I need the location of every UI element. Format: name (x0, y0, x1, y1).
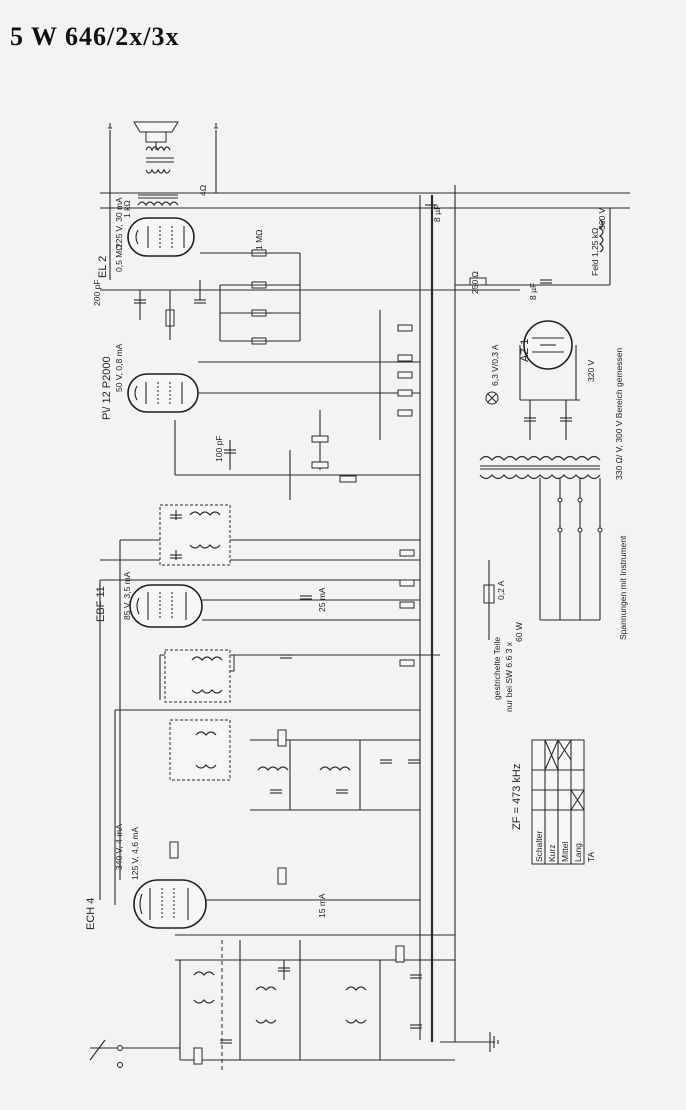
label-lamp: 6,3 V/0,3 A (490, 344, 500, 386)
switch-table (531, 739, 585, 865)
tube-p2000 (127, 373, 199, 413)
label-mohm1: 1 MΩ (254, 229, 264, 250)
mains-transformer (479, 455, 603, 621)
label-uf8a: 8 µF (432, 205, 442, 222)
switch-row-lang: Lang (573, 843, 583, 862)
power-supply (425, 192, 630, 286)
ebf-network (202, 549, 420, 672)
antenna-terminal-left (108, 123, 112, 129)
schematic-title: 5 W 646/2x/3x (10, 22, 180, 51)
label-v225: 225 V, 30 mA (114, 197, 124, 248)
if-transformer-2 (164, 649, 231, 703)
label-v85: 85 V, 3,5 mA (122, 571, 132, 620)
label-w60: 60 W (514, 622, 524, 642)
label-ma15: 15 mA (317, 893, 327, 918)
ech-network (169, 841, 455, 1061)
tube-ech4-label: ECH 4 (85, 898, 97, 930)
antenna-terminal-right (214, 123, 218, 129)
tube-ebf11-label: EBF 11 (95, 586, 107, 622)
label-pf200: 200 pF (92, 280, 102, 306)
label-feld: Feld 1,25 kΩ (590, 228, 600, 276)
input-coils (193, 960, 367, 1044)
tube-az1 (519, 320, 577, 400)
switch-header: Schalter (534, 831, 544, 862)
tube-ech4 (133, 879, 207, 929)
earth-terminal (117, 1062, 123, 1068)
filter-caps (520, 399, 580, 440)
label-zf: ZF = 473 kHz (511, 764, 523, 830)
tube-ebf11 (129, 584, 203, 628)
label-dashed2: nur bei SW 6.6 3 x (504, 641, 514, 712)
fuse (483, 560, 495, 640)
tube-az1-label: AZ 1 (519, 339, 531, 362)
label-pf100: 100 pF (214, 436, 224, 462)
tube-el2-label: EL 2 (97, 256, 109, 278)
speaker (109, 121, 217, 280)
if-transformer-1 (159, 504, 231, 566)
tone-network (134, 249, 301, 345)
pilot-lamp (485, 391, 499, 405)
tube-p2000-label: P\/ 12 P2000 (101, 356, 113, 420)
label-v340: 340 V, 4 mA (114, 824, 124, 870)
tube-el2 (127, 217, 195, 257)
switch-row-kurz: Kurz (547, 845, 557, 862)
label-ohm250: 250 Ω (470, 271, 480, 294)
antenna-input (89, 1039, 203, 1065)
label-res1k: 1 kΩ (122, 200, 132, 218)
label-v125: 125 V, 4,6 mA (130, 827, 140, 880)
switch-row-ta: TA (586, 851, 596, 862)
label-bereich: 330 Ω/ V, 300 V Bereich gemessen (614, 348, 624, 480)
label-ohm4: 4Ω (198, 185, 208, 196)
label-v360: 360 V (597, 207, 607, 230)
label-fuse: 0,2 A (496, 580, 506, 600)
p2000-network (174, 310, 420, 500)
label-dashed: gestrichelte Teile (492, 637, 502, 700)
output-transformer (137, 194, 179, 207)
label-v50: 50 V, 0,8 mA (114, 343, 124, 392)
label-uf8b: 8 µF (528, 283, 538, 300)
label-v320: 320 V (586, 359, 596, 382)
ground-rail (419, 185, 499, 1052)
label-mohm05: 0,5 MΩ (114, 244, 124, 272)
oscillator-section (169, 719, 420, 811)
label-messung: Spannungen mit Instrument (618, 535, 628, 640)
switch-row-mittel: Mittel (560, 842, 570, 862)
